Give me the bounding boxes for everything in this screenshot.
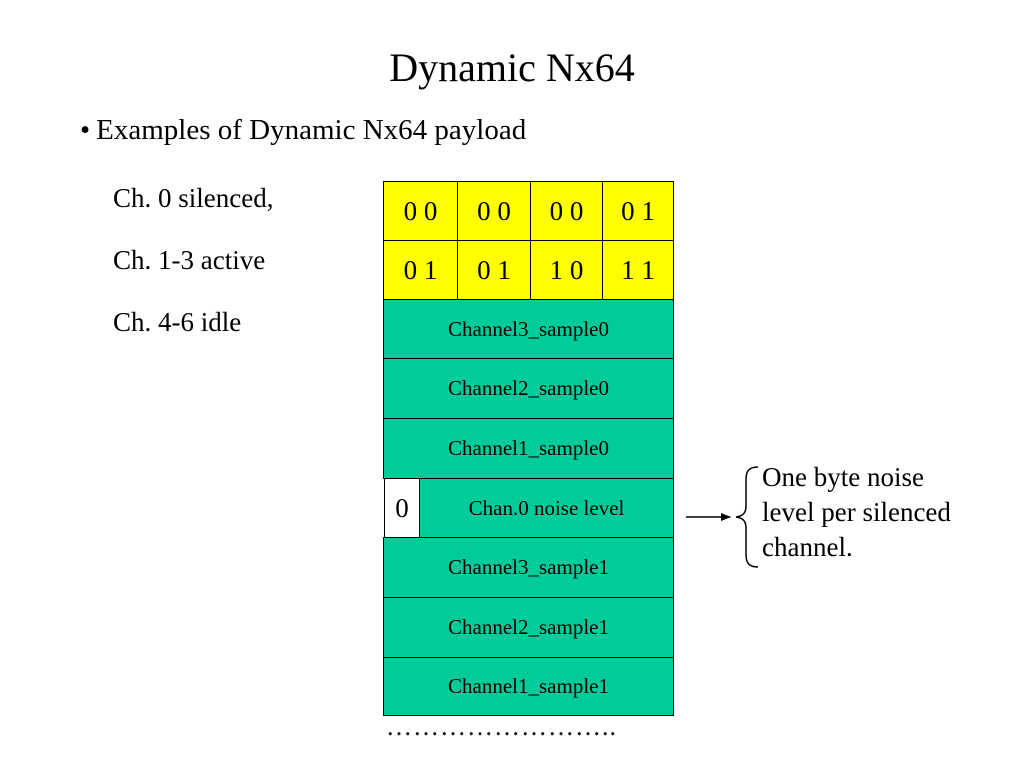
sample-row: Channel3_sample1 <box>383 537 674 598</box>
bullet-marker: • <box>80 114 91 146</box>
brace-icon <box>735 466 759 568</box>
slide-title: Dynamic Nx64 <box>389 45 635 90</box>
control-cell: 0 1 <box>383 240 458 300</box>
control-cell: 0 1 <box>602 181 674 241</box>
desc-line-3: Ch. 4-6 idle <box>113 307 242 337</box>
annotation-note: One byte noise level per silenced channe… <box>762 460 951 565</box>
control-cell: 1 0 <box>530 240 603 300</box>
control-cell: 0 0 <box>383 181 458 241</box>
sample-row: Channel2_sample1 <box>383 597 674 658</box>
silenced-marker: 0 <box>384 478 420 538</box>
annotation-line-1: One byte noise <box>762 462 924 492</box>
continuation-dots: …………………….. <box>386 712 617 741</box>
noise-level-row: Chan.0 noise level <box>419 478 674 538</box>
desc-line-1: Ch. 0 silenced, <box>113 183 274 213</box>
annotation-line-2: level per silenced <box>762 497 951 527</box>
bullet-point: •Examples of Dynamic Nx64 payload <box>80 112 526 148</box>
control-cell: 1 1 <box>602 240 674 300</box>
sample-row: Channel1_sample0 <box>383 418 674 479</box>
bullet-text: Examples of Dynamic Nx64 payload <box>96 114 527 146</box>
annotation-line-3: channel. <box>762 532 853 562</box>
sample-row: Channel2_sample0 <box>383 358 674 419</box>
desc-line-2: Ch. 1-3 active <box>113 245 266 275</box>
control-cell: 0 0 <box>530 181 603 241</box>
control-cell: 0 1 <box>457 240 531 300</box>
sample-row: Channel1_sample1 <box>383 657 674 716</box>
sample-row: Channel3_sample0 <box>383 299 674 359</box>
